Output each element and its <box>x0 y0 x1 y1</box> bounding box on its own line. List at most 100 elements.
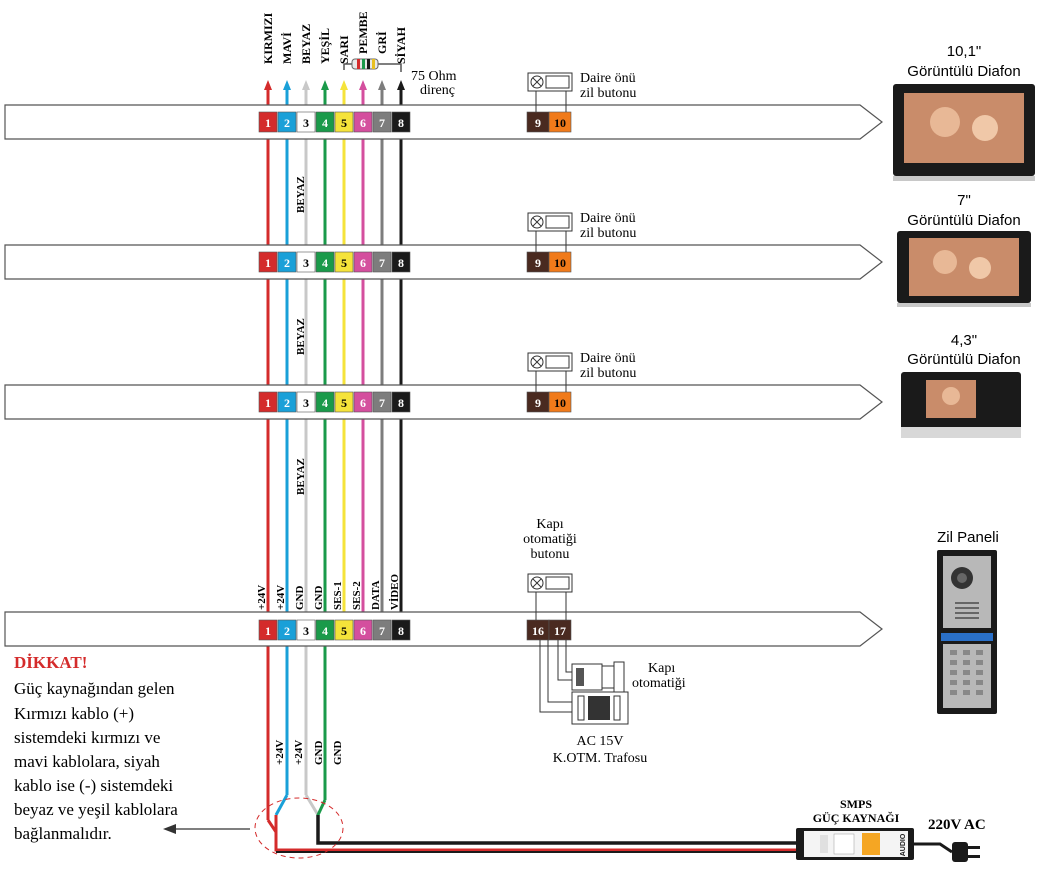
door-lock-label-1: Kapı <box>648 661 675 676</box>
terminal-cell <box>334 111 354 133</box>
header-siyah: SİYAH <box>394 26 408 64</box>
door-lock-wiring: Kapı otomatiği AC 15V K.OTM. Trafosu <box>539 640 686 766</box>
warning-line-2: Kırmızı kablo (+) <box>14 704 134 723</box>
warning-line-5: kablo ise (-) sistemdeki <box>14 776 173 795</box>
bell-button-icon <box>527 352 573 372</box>
terminal-cell <box>372 619 392 641</box>
terminal-cell <box>315 111 335 133</box>
release-button-icon <box>527 573 573 593</box>
terminal-number: 9 <box>535 396 541 410</box>
arrow-red-icon <box>264 80 272 90</box>
monitor-4: 4,3" Görüntülü Diafon <box>901 332 1021 438</box>
terminal-number: 6 <box>360 116 366 130</box>
door-release-button: Kapı otomatiği butonu <box>523 517 577 620</box>
terminal-number: 8 <box>398 624 404 638</box>
door-release-label-3: butonu <box>531 547 570 562</box>
arrow-gray-icon <box>378 80 386 90</box>
beyaz-label-1: BEYAZ <box>295 176 307 213</box>
warning-line-3: sistemdeki kırmızı ve <box>14 728 160 747</box>
terminal-cell <box>353 391 373 413</box>
wire-color-headers: KIRMIZI MAVİ BEYAZ YEŞİL SARI PEMBE GRİ … <box>261 11 408 64</box>
door-lock-label-2: otomatiği <box>632 676 686 691</box>
bell-button-icon <box>527 72 573 92</box>
terminal-number: 8 <box>398 116 404 130</box>
terminal-cell <box>296 619 316 641</box>
monitor-4-size: 4,3" <box>951 332 977 349</box>
terminal-number: 1 <box>265 396 271 410</box>
header-gri: GRİ <box>375 31 389 54</box>
svg-text:+24V: +24V <box>275 585 287 610</box>
terminal-number: 6 <box>360 256 366 270</box>
terminal-cell <box>277 251 297 273</box>
terminal-number: 6 <box>360 396 366 410</box>
terminal-number: 4 <box>322 624 328 638</box>
terminal-number: 3 <box>303 624 309 638</box>
monitor-7: 7" Görüntülü Diafon <box>897 192 1031 307</box>
warning-line-7: bağlanmalıdır. <box>14 824 112 843</box>
terminal-cell <box>315 251 335 273</box>
terminal-number: 2 <box>284 624 290 638</box>
terminal-cell <box>548 111 572 133</box>
terminal-number: 7 <box>379 624 385 638</box>
svg-text:+24V: +24V <box>256 585 268 610</box>
psu-brand: AUDIO <box>900 833 907 856</box>
terminal-cell <box>548 619 572 641</box>
terminal-number: 1 <box>265 116 271 130</box>
warning-line-1: Güç kaynağından gelen <box>14 679 175 698</box>
resistor: 75 Ohm direnç <box>343 58 457 98</box>
terminal-number: 3 <box>303 116 309 130</box>
monitor-7-name: Görüntülü Diafon <box>907 212 1020 229</box>
bell-panel: Zil Paneli <box>937 529 999 714</box>
terminal-cell <box>296 111 316 133</box>
terminal-number: 3 <box>303 256 309 270</box>
panel-title: Zil Paneli <box>937 529 999 546</box>
monitor-4-name: Görüntülü Diafon <box>907 351 1020 368</box>
svg-text:GND: GND <box>294 586 306 611</box>
terminal-cell <box>296 251 316 273</box>
terminal-number: 5 <box>341 396 347 410</box>
beyaz-label-3: BEYAZ <box>295 458 307 495</box>
arrow-left-icon <box>163 824 176 834</box>
svg-text:+24V: +24V <box>293 740 305 765</box>
terminal-cell <box>277 111 297 133</box>
arrow-green-icon <box>321 80 329 90</box>
psu-wiring: +24V +24V GND GND <box>254 740 800 859</box>
terminal-number: 8 <box>398 256 404 270</box>
doorbell-label-2a: Daire önü <box>580 211 636 226</box>
header-mavi: MAVİ <box>280 32 294 64</box>
svg-text:+24V: +24V <box>274 740 286 765</box>
terminal-number: 6 <box>360 624 366 638</box>
mains-label: 220V AC <box>928 817 986 833</box>
doorbell-label-1b: zil butonu <box>580 86 636 101</box>
terminal-cell <box>334 619 354 641</box>
arrow-blue-icon <box>283 80 291 90</box>
beyaz-label-2: BEYAZ <box>295 318 307 355</box>
terminal-cell <box>277 391 297 413</box>
terminal-number: 8 <box>398 396 404 410</box>
bell-button-icon <box>527 212 573 232</box>
svg-text:GND: GND <box>313 586 325 611</box>
svg-text:VİDEO: VİDEO <box>389 573 401 610</box>
terminal-number: 7 <box>379 256 385 270</box>
door-release-label-1: Kapı <box>536 517 563 532</box>
doorbell-label-1a: Daire önü <box>580 71 636 86</box>
terminal-number: 5 <box>341 256 347 270</box>
doorbell-label-3a: Daire önü <box>580 351 636 366</box>
terminal-number: 4 <box>322 256 328 270</box>
monitor-10-size: 10,1" <box>947 43 982 60</box>
warning-line-6: beyaz ve yeşil kablolara <box>14 800 178 819</box>
wire-function-labels: +24V +24V GND GND SES-1 SES-2 DATA VİDEO <box>256 573 401 610</box>
terminal-number: 4 <box>322 396 328 410</box>
header-pembe: PEMBE <box>356 11 370 54</box>
terminal-cell <box>391 251 411 273</box>
terminal-number: 2 <box>284 396 290 410</box>
svg-text:DATA: DATA <box>370 580 382 610</box>
terminal-number: 2 <box>284 256 290 270</box>
terminal-number: 7 <box>379 116 385 130</box>
warning-pointer <box>163 824 250 834</box>
terminal-number: 9 <box>535 256 541 270</box>
terminal-number: 17 <box>554 624 566 638</box>
terminal-number: 2 <box>284 116 290 130</box>
doorbell-button-2: Daire önü zil butonu <box>527 211 636 252</box>
